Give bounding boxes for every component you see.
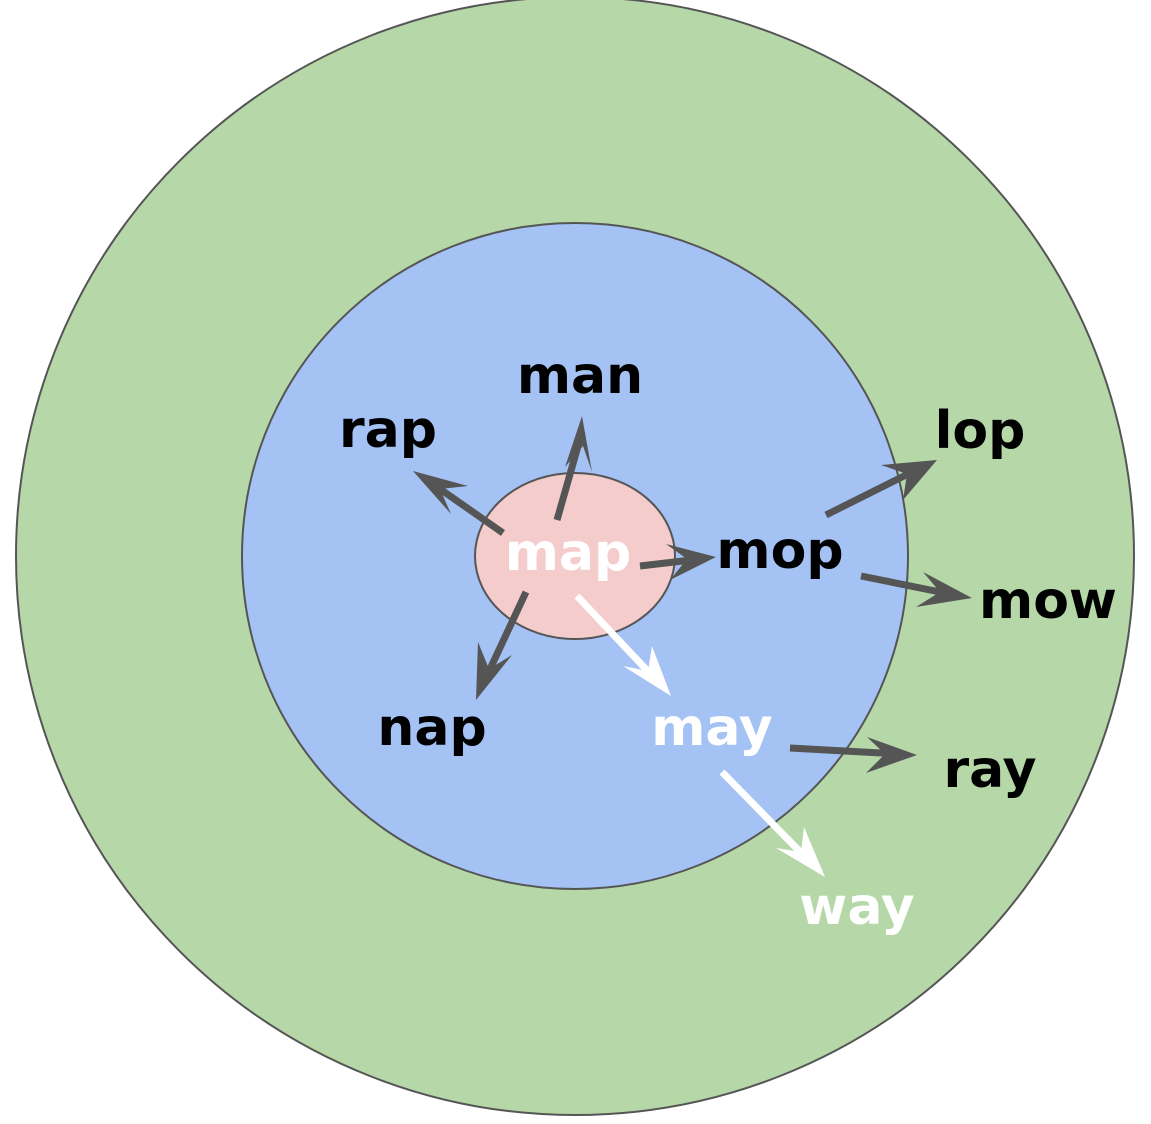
word-man: man: [517, 346, 643, 406]
arrow-map-to-man: [553, 416, 592, 521]
arrow-map-to-nap: [476, 590, 530, 700]
word-may: may: [651, 698, 773, 758]
word-mow: mow: [979, 571, 1117, 631]
arrow-may-to-way: [719, 769, 825, 877]
word-ray: ray: [943, 740, 1036, 800]
word-nap: nap: [377, 698, 486, 758]
word-way: way: [799, 877, 914, 937]
arrow-map-to-mop: [639, 544, 716, 580]
arrow-mop-to-mow: [860, 572, 972, 607]
arrow-map-to-rap: [413, 471, 506, 536]
word-mop: mop: [716, 521, 843, 581]
word-lop: lop: [935, 401, 1026, 461]
arrow-may-to-ray: [789, 737, 917, 773]
word-map: map: [505, 523, 632, 583]
word-rap: rap: [339, 400, 437, 460]
arrow-mop-to-lop: [824, 460, 937, 519]
arrow-map-to-may: [574, 593, 671, 696]
